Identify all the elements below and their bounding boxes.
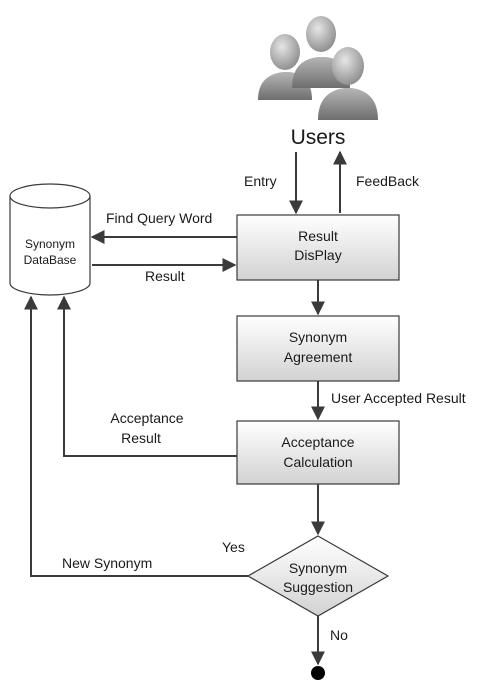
- user-accepted-result-label: User Accepted Result: [331, 390, 466, 406]
- new-synonym-arrow: [24, 295, 248, 577]
- feedback-label: FeedBack: [356, 173, 420, 189]
- result-display-label-line1: Result: [298, 228, 338, 244]
- person-icon: [318, 47, 378, 120]
- synonym-agreement-box: [236, 315, 400, 382]
- database-label-line1: Synonym: [25, 237, 75, 251]
- synonym-database: [9, 183, 91, 296]
- synonym-agreement-label-line2: Agreement: [284, 349, 353, 365]
- result-label: Result: [145, 268, 185, 284]
- acceptance-result-label-line1: Acceptance: [110, 410, 183, 426]
- synonym-agreement-label-line1: Synonym: [289, 329, 347, 345]
- result-display-label-line2: DisPlay: [294, 247, 341, 263]
- result-display-box: [236, 214, 400, 281]
- acceptance-calculation-label-line1: Acceptance: [281, 434, 354, 450]
- find-query-word-label: Find Query Word: [106, 210, 212, 226]
- entry-label: Entry: [244, 173, 277, 189]
- acceptance-calculation-label-line2: Calculation: [283, 454, 352, 470]
- end-terminal: [311, 666, 325, 680]
- yes-label: Yes: [222, 539, 245, 555]
- synonym-suggestion-label-line1: Synonym: [289, 560, 347, 576]
- users-label: Users: [291, 126, 346, 149]
- acceptance-result-label-line2: Result: [121, 430, 161, 446]
- new-synonym-label: New Synonym: [62, 555, 152, 571]
- acceptance-result-arrow: [57, 295, 237, 457]
- users-icon: [258, 16, 378, 120]
- database-label-line2: DataBase: [24, 253, 77, 267]
- acceptance-calculation-box: [236, 420, 400, 485]
- synonym-suggestion-diamond: [246, 535, 390, 617]
- synonym-suggestion-label-line2: Suggestion: [283, 579, 353, 595]
- no-label: No: [330, 627, 348, 643]
